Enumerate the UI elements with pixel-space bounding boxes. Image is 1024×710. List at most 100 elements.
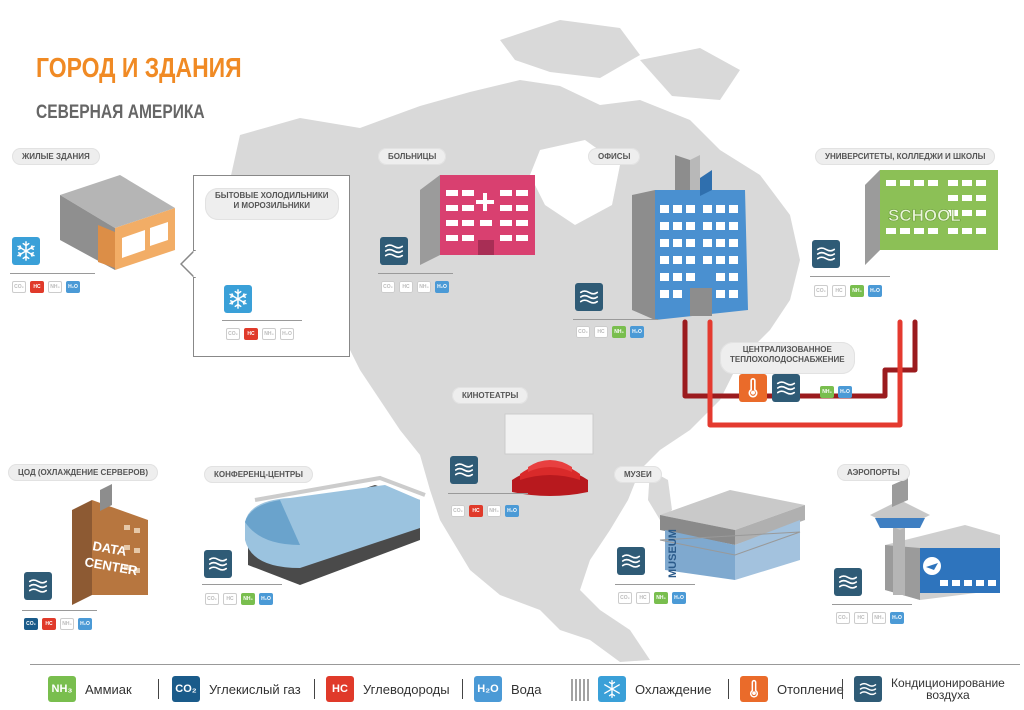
refrigerant-chips-datacenter: CO₂ HC NH₃ H₂O xyxy=(24,618,92,630)
legend-separator xyxy=(842,679,843,699)
divider xyxy=(10,273,95,274)
legend-hc-box: HC xyxy=(326,676,354,702)
refrigerant-chips-residential: CO₂ HC NH₃ H₂O xyxy=(12,281,80,293)
snowflake-icon xyxy=(224,285,252,313)
chip-nh3: NH₃ xyxy=(48,281,62,293)
chip-nh3: NH₃ xyxy=(820,386,834,398)
snowflake-icon xyxy=(12,237,40,265)
legend-separator xyxy=(462,679,463,699)
chip-h2o: H₂O xyxy=(890,612,904,624)
airport-building xyxy=(870,478,1000,600)
page-subtitle: СЕВЕРНАЯ АМЕРИКА xyxy=(36,102,205,123)
chip-hc: HC xyxy=(832,285,846,297)
chip-nh3: NH₃ xyxy=(487,505,501,517)
label-district-heating: ЦЕНТРАЛИЗОВАННОЕ ТЕПЛОХОЛОДОСНАБЖЕНИЕ xyxy=(720,342,855,374)
museum-building: MUSEUM xyxy=(659,490,805,580)
chip-nh3: NH₃ xyxy=(612,326,626,338)
office-tower xyxy=(632,155,748,320)
chip-h2o: H₂O xyxy=(78,618,92,630)
air-conditioning-icon xyxy=(204,550,232,578)
chip-h2o: H₂O xyxy=(435,281,449,293)
datacenter-sign-line1: DATA xyxy=(91,538,128,559)
label-fridges-line2: И МОРОЗИЛЬНИКИ xyxy=(233,201,311,210)
divider xyxy=(378,273,453,274)
datacenter-building: DATA CENTER xyxy=(72,484,148,605)
chip-h2o: H₂O xyxy=(280,328,294,340)
label-residential: ЖИЛЫЕ ЗДАНИЯ xyxy=(12,148,100,165)
chip-h2o: H₂O xyxy=(259,593,273,605)
legend-hc-text: Углеводороды xyxy=(363,681,450,697)
chip-nh3: NH₃ xyxy=(654,592,668,604)
chip-nh3: NH₃ xyxy=(262,328,276,340)
divider xyxy=(810,276,890,277)
refrigerant-chips-hospitals: CO₂ HC NH₃ H₂O xyxy=(381,281,449,293)
air-conditioning-icon xyxy=(834,568,862,596)
legend-h2o-box: H₂O xyxy=(474,676,502,702)
museum-sign: MUSEUM xyxy=(667,529,679,578)
chip-co2: CO₂ xyxy=(451,505,465,517)
air-conditioning-icon xyxy=(812,240,840,268)
divider xyxy=(615,584,695,585)
legend-co2-text: Углекислый газ xyxy=(209,681,301,697)
chip-co2: CO₂ xyxy=(205,593,219,605)
cinema xyxy=(504,413,594,496)
chip-h2o: H₂O xyxy=(672,592,686,604)
legend-h2o: H₂O Вода xyxy=(474,676,541,702)
chip-hc: HC xyxy=(636,592,650,604)
district-pipes xyxy=(682,319,918,428)
conference-center xyxy=(245,475,426,585)
label-hospitals: БОЛЬНИЦЫ xyxy=(378,148,447,165)
chip-co2: CO₂ xyxy=(576,326,590,338)
chip-h2o: H₂O xyxy=(66,281,80,293)
chip-hc: HC xyxy=(854,612,868,624)
refrigerant-chips-museums: CO₂ HC NH₃ H₂O xyxy=(618,592,686,604)
air-conditioning-icon xyxy=(772,374,800,402)
air-conditioning-icon xyxy=(24,572,52,600)
snowflake-icon xyxy=(598,676,626,702)
chip-hc: HC xyxy=(30,281,44,293)
residential-house xyxy=(60,175,175,270)
legend-separator xyxy=(728,679,729,699)
refrigerant-chips-offices: CO₂ HC NH₃ H₂O xyxy=(576,326,644,338)
legend-h2o-text: Вода xyxy=(511,681,542,697)
island-northeast xyxy=(640,48,740,100)
legend-cooling-text: Охлаждение xyxy=(635,681,712,697)
chip-h2o: H₂O xyxy=(838,386,852,398)
legend-ac: Кондиционирование воздуха xyxy=(854,676,1005,702)
legend: NH₃ Аммиак CO₂ Углекислый газ HC Углевод… xyxy=(30,664,1020,710)
label-conference: КОНФЕРЕНЦ-ЦЕНТРЫ xyxy=(204,466,314,483)
thermometer-icon xyxy=(739,374,767,402)
label-fridges: БЫТОВЫЕ ХОЛОДИЛЬНИКИ И МОРОЗИЛЬНИКИ xyxy=(205,188,339,220)
label-airports: АЭРОПОРТЫ xyxy=(837,464,910,481)
chip-nh3: NH₃ xyxy=(241,593,255,605)
chip-co2: CO₂ xyxy=(836,612,850,624)
divider xyxy=(222,320,302,321)
legend-separator xyxy=(314,679,315,699)
legend-ac-text-line1: Кондиционирование xyxy=(891,676,1005,690)
legend-co2-box: CO₂ xyxy=(172,676,200,702)
chip-hc: HC xyxy=(244,328,258,340)
legend-ac-text: Кондиционирование воздуха xyxy=(891,677,1005,701)
divider xyxy=(832,604,912,605)
hospital-building xyxy=(420,175,535,265)
chip-nh3: NH₃ xyxy=(872,612,886,624)
refrigerant-chips-district: NH₃ H₂O xyxy=(820,386,852,398)
chip-co2: CO₂ xyxy=(24,618,38,630)
label-cinemas: КИНОТЕАТРЫ xyxy=(452,387,529,404)
legend-heating: Отопление xyxy=(740,676,844,702)
air-conditioning-icon xyxy=(854,676,882,702)
air-conditioning-icon xyxy=(617,547,645,575)
divider xyxy=(573,319,658,320)
chip-h2o: H₂O xyxy=(868,285,882,297)
chip-hc: HC xyxy=(399,281,413,293)
legend-heating-text: Отопление xyxy=(777,681,844,697)
legend-separator xyxy=(158,679,159,699)
school-building: SCHOOL xyxy=(865,170,998,265)
legend-nh3-box: NH₃ xyxy=(48,676,76,702)
legend-nh3-text: Аммиак xyxy=(85,681,132,697)
legend-divider-hatch xyxy=(571,679,589,701)
refrigerant-chips-cinemas: CO₂ HC NH₃ H₂O xyxy=(451,505,519,517)
air-conditioning-icon xyxy=(450,456,478,484)
label-universities: УНИВЕРСИТЕТЫ, КОЛЛЕДЖИ И ШКОЛЫ xyxy=(815,148,996,165)
air-conditioning-icon xyxy=(380,237,408,265)
